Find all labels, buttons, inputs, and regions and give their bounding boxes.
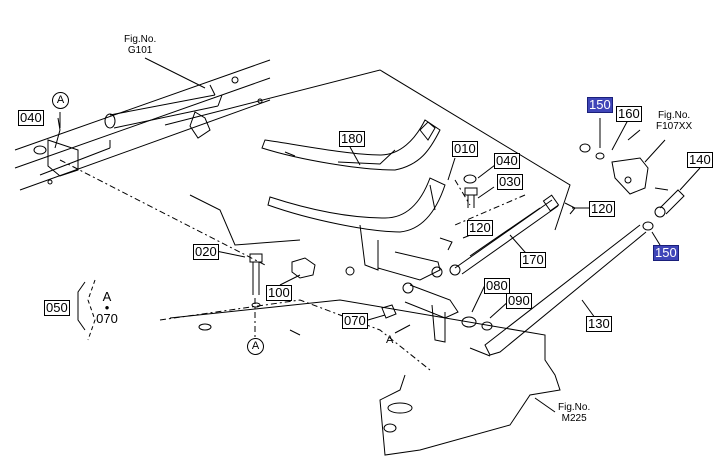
fig-ref-m225: Fig.No. M225 xyxy=(558,402,590,424)
lever-arm-upper xyxy=(261,119,441,171)
seat-panel xyxy=(164,69,571,246)
bracket-f107xx xyxy=(611,129,649,195)
group-bracket-050 xyxy=(77,281,86,331)
callout-010[interactable]: 010 xyxy=(452,141,478,157)
fig-ref-m225-line1: Fig.No. xyxy=(558,402,591,413)
group-dashes xyxy=(87,279,96,341)
rod-end-140 xyxy=(654,187,685,218)
clip-120-lower xyxy=(439,237,453,251)
lever-arm-lower xyxy=(267,177,446,271)
fig-ref-g101: Fig.No. G101 xyxy=(124,34,156,56)
fig-ref-m225-line2: M225 xyxy=(561,413,587,424)
callout-050[interactable]: 050 xyxy=(44,300,70,316)
nut-070 xyxy=(381,304,397,319)
group-050-contents: A • 070 xyxy=(94,290,120,326)
rod-130 xyxy=(469,224,647,357)
fig-ref-f107xx: Fig.No. F107XX xyxy=(656,110,692,132)
nut-100 xyxy=(291,257,355,279)
bolt-020 xyxy=(249,253,263,308)
callout-120-upper[interactable]: 120 xyxy=(589,201,615,217)
callout-070[interactable]: 070 xyxy=(342,313,368,329)
callout-030[interactable]: 030 xyxy=(497,174,523,190)
callout-100[interactable]: 100 xyxy=(266,285,292,301)
shaft xyxy=(104,84,223,139)
callout-120-lower[interactable]: 120 xyxy=(467,220,493,236)
fig-ref-g101-line2: G101 xyxy=(127,45,153,56)
washer-150-top xyxy=(579,143,591,153)
callout-080[interactable]: 080 xyxy=(484,278,510,294)
callout-140[interactable]: 140 xyxy=(687,152,713,168)
callout-180[interactable]: 180 xyxy=(339,131,365,147)
leader-lines xyxy=(59,57,701,413)
callout-170[interactable]: 170 xyxy=(520,252,546,268)
fig-ref-f107xx-line1: Fig.No. xyxy=(657,110,691,121)
callout-150-bottom[interactable]: 150 xyxy=(653,245,679,261)
gas-spring-170 xyxy=(449,194,560,276)
group-050-ref-a: A xyxy=(102,289,112,304)
callout-040-left[interactable]: 040 xyxy=(18,110,44,126)
callout-020[interactable]: 020 xyxy=(193,244,219,260)
fig-ref-g101-line1: Fig.No. xyxy=(124,34,157,45)
ref-marker-a-bottom: A xyxy=(247,338,264,355)
bolt-030 xyxy=(463,174,478,208)
floor-panel-m225 xyxy=(169,299,561,456)
washer-150-bottom xyxy=(642,221,654,231)
callout-160[interactable]: 160 xyxy=(616,106,642,122)
ref-point-a: A xyxy=(386,334,394,346)
ref-marker-a-top: A xyxy=(52,92,69,109)
pivot-assembly xyxy=(377,251,493,343)
left-bracket xyxy=(33,117,79,177)
group-050-dot: • xyxy=(104,300,110,315)
group-050-part: 070 xyxy=(96,311,118,326)
fig-ref-f107xx-line2: F107XX xyxy=(656,121,693,132)
callout-090[interactable]: 090 xyxy=(506,293,532,309)
washer-160 xyxy=(595,152,605,160)
callout-130[interactable]: 130 xyxy=(586,316,612,332)
callout-150-top[interactable]: 150 xyxy=(587,97,613,113)
callout-040-right[interactable]: 040 xyxy=(494,153,520,169)
